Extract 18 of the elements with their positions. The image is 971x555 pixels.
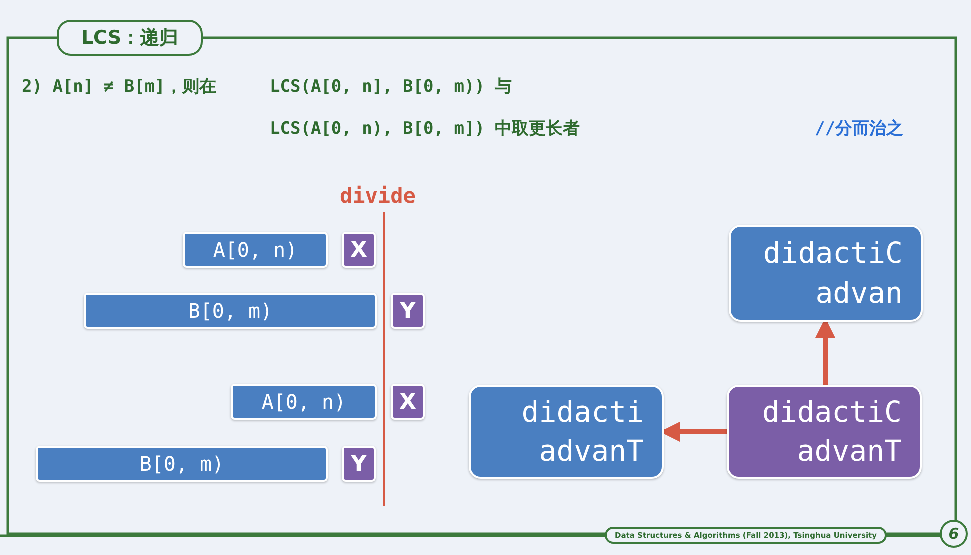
array-bar: A[0, n)	[231, 384, 377, 420]
formula-text: LCS(A[0, n), B[0, m]) 中取更长者	[270, 118, 580, 140]
array-bar: A[0, n)	[183, 232, 328, 268]
string-box: didactiC advan	[729, 225, 923, 322]
title-tab: LCS：递归	[57, 20, 203, 56]
string-box: didacti advanT	[469, 385, 664, 479]
divide-label: divide	[340, 184, 416, 208]
array-bar: B[0, m)	[36, 446, 328, 482]
letter-badge: X	[391, 384, 425, 420]
page-number: 6	[940, 520, 968, 548]
string-box: didactiC advanT	[727, 385, 922, 479]
statement-text: 2) A[n] ≠ B[m]，则在	[22, 76, 216, 98]
formula-text: LCS(A[0, n], B[0, m)) 与	[270, 76, 512, 98]
letter-badge: X	[342, 232, 376, 268]
letter-badge: Y	[342, 446, 376, 482]
letter-badge: Y	[391, 293, 425, 329]
array-bar: B[0, m)	[84, 293, 377, 329]
comment-text: //分而治之	[815, 118, 904, 140]
